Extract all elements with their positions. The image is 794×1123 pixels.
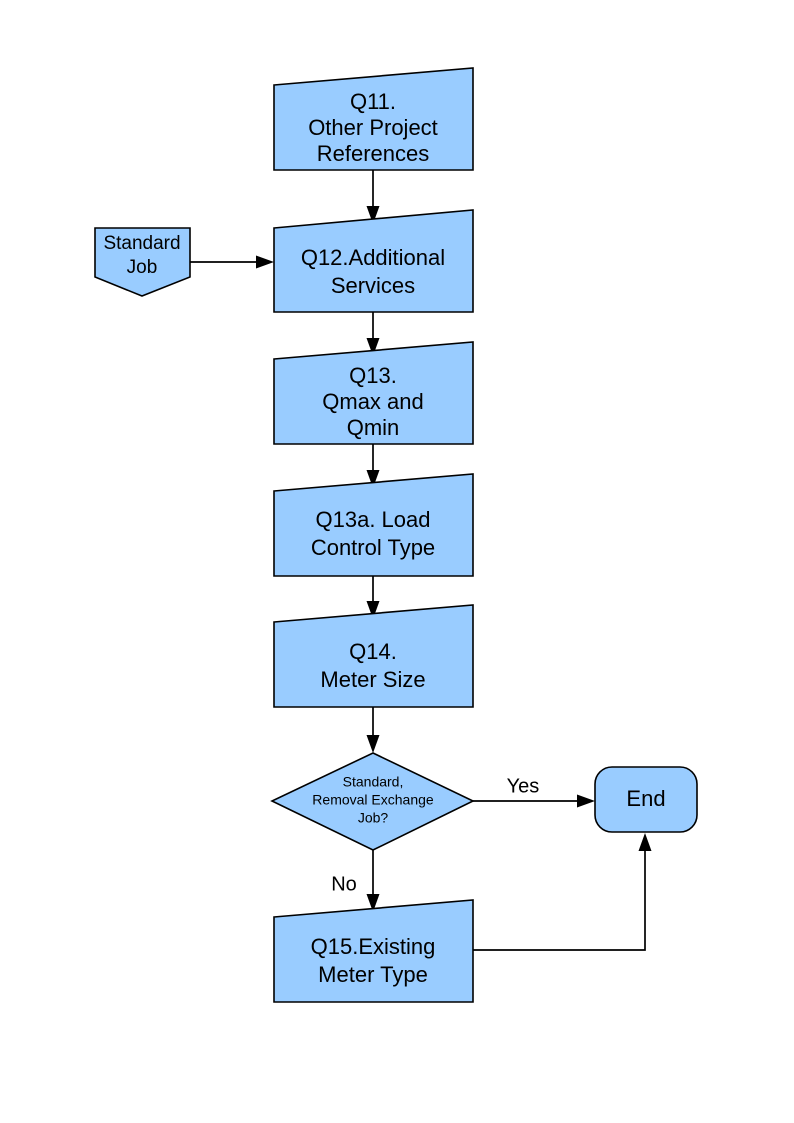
edge-q14-to-decision — [366, 707, 380, 753]
node-end[interactable]: End — [594, 766, 698, 833]
q13a-label-line-2: Control Type — [311, 535, 435, 560]
node-decision[interactable]: Standard, Removal Exchange Job? — [270, 752, 475, 851]
q13-label-line-2: Qmax and — [322, 389, 424, 414]
edge-q15-to-end — [473, 833, 652, 951]
q13-label-line-3: Qmin — [347, 415, 400, 440]
q13a-shape[interactable] — [273, 473, 474, 577]
node-standard-job[interactable]: Standard Job — [94, 227, 191, 297]
arrow-head-icon — [256, 255, 274, 269]
q13a-label-line-1: Q13a. Load — [316, 507, 431, 532]
q11-label-line-2: Other Project — [308, 115, 438, 140]
standard-job-label-line-2: Job — [127, 257, 158, 278]
q12-label-line-2: Services — [331, 273, 415, 298]
edge-decision-to-q15-no — [366, 850, 380, 912]
edge-q13a-to-q14 — [366, 576, 380, 619]
arrow-head-icon — [638, 833, 652, 851]
q14-shape[interactable] — [273, 604, 474, 708]
edge-label-yes: Yes — [507, 775, 540, 797]
arrow-head-icon — [366, 601, 380, 619]
standard-job-label-line-1: Standard — [103, 233, 180, 254]
q13-label-line-1: Q13. — [349, 363, 397, 388]
q11-shape[interactable] — [273, 67, 474, 171]
q14-label-line-2: Meter Size — [320, 667, 425, 692]
decision-label-line-1: Standard, — [343, 774, 404, 790]
standard-job-shape[interactable] — [94, 227, 191, 297]
q15-shape[interactable] — [273, 899, 474, 1003]
end-shape[interactable] — [594, 766, 698, 833]
node-q12[interactable]: Q12.Additional Services — [273, 209, 474, 313]
q11-label-line-1: Q11. — [350, 89, 396, 114]
q12-label-line-1: Q12.Additional — [301, 245, 445, 270]
q15-label-line-1: Q15.Existing — [311, 934, 436, 959]
arrow-head-icon — [577, 794, 595, 808]
arrow-head-icon — [366, 206, 380, 224]
node-q11[interactable]: Q11. Other Project References — [273, 67, 474, 171]
node-q14[interactable]: Q14. Meter Size — [273, 604, 474, 708]
decision-label-line-3: Job? — [358, 810, 389, 826]
edge-label-no: No — [331, 873, 357, 895]
decision-label-line-2: Removal Exchange — [312, 792, 434, 808]
arrow-head-icon — [366, 470, 380, 488]
end-label: End — [626, 786, 665, 811]
node-q15[interactable]: Q15.Existing Meter Type — [273, 899, 474, 1003]
arrow-head-icon — [366, 735, 380, 753]
node-q13[interactable]: Q13. Qmax and Qmin — [273, 341, 474, 445]
edge-standardjob-to-q12 — [190, 255, 274, 269]
edge-q12-to-q13 — [366, 312, 380, 356]
arrow-head-icon — [366, 894, 380, 912]
edge-q13-to-q13a — [366, 444, 380, 488]
edge-q11-to-q12 — [366, 170, 380, 224]
q13-shape[interactable] — [273, 341, 474, 445]
q15-label-line-2: Meter Type — [318, 962, 428, 987]
arrow-head-icon — [366, 338, 380, 356]
q12-shape[interactable] — [273, 209, 474, 313]
q11-label-line-3: References — [317, 141, 430, 166]
edge-decision-to-end-yes — [473, 794, 595, 808]
node-q13a[interactable]: Q13a. Load Control Type — [273, 473, 474, 577]
decision-shape[interactable] — [270, 752, 475, 851]
q14-label-line-1: Q14. — [349, 639, 397, 664]
